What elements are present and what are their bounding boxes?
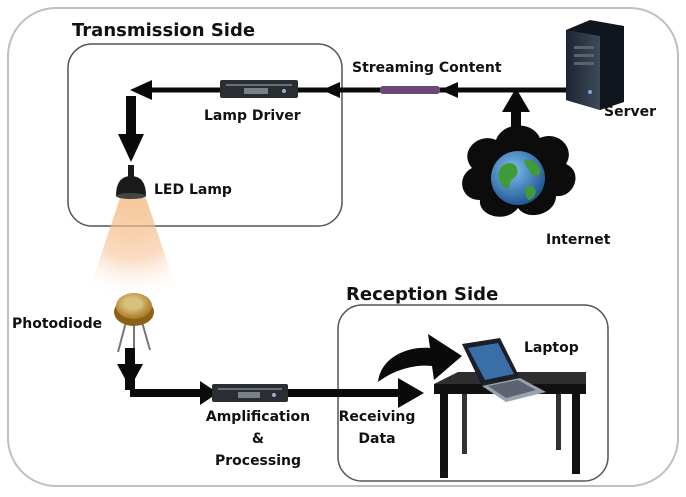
streaming-cable	[380, 86, 440, 94]
laptop-icon	[462, 338, 546, 402]
reception-side-title: Reception Side	[346, 284, 499, 305]
streaming-content-label: Streaming Content	[352, 60, 502, 76]
transmission-box	[67, 43, 343, 227]
amplification-device	[212, 384, 288, 402]
led-lamp-label: LED Lamp	[154, 182, 232, 198]
server-label: Server	[604, 104, 657, 120]
internet-label: Internet	[546, 232, 611, 248]
amplification-line-3: Processing	[214, 453, 302, 469]
curved-arrow	[378, 334, 462, 382]
light-beam	[86, 198, 180, 300]
laptop-label: Laptop	[524, 340, 579, 356]
server-tower-icon	[566, 20, 624, 110]
amplification-label: Amplification & Processing	[196, 406, 320, 472]
photodiode-label: Photodiode	[12, 316, 103, 332]
photodiode-icon	[114, 293, 154, 356]
lamp-driver-label: Lamp Driver	[204, 108, 301, 124]
amplification-line-2: &	[251, 431, 265, 447]
amplification-line-1: Amplification	[205, 409, 311, 425]
transmission-side-title: Transmission Side	[72, 20, 256, 41]
receiving-line-1: Receiving	[338, 409, 416, 425]
receiving-line-2: Data	[358, 431, 396, 447]
receiving-data-label: Receiving Data	[336, 406, 418, 450]
globe-icon	[491, 151, 545, 205]
outer-frame	[7, 7, 679, 487]
lamp-driver-device	[220, 80, 298, 98]
led-lamp-icon	[116, 165, 146, 199]
lamp-down-arrow	[118, 96, 144, 162]
